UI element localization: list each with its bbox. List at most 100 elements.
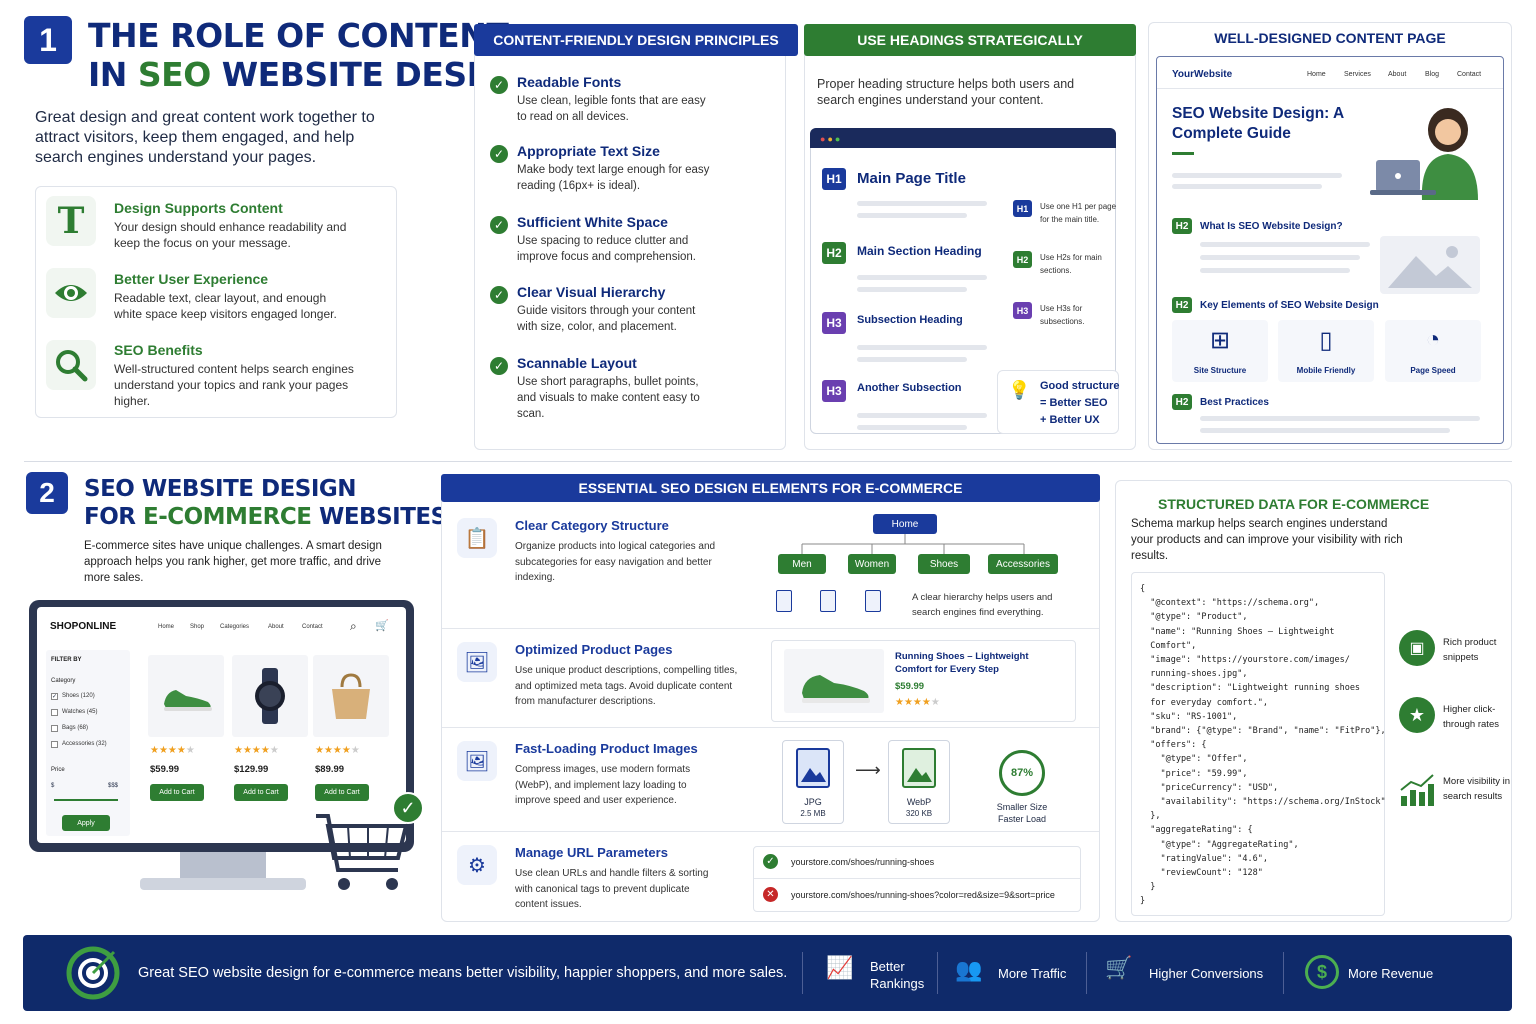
document-icon <box>865 590 881 612</box>
browser-titlebar <box>810 128 1116 148</box>
feature-text: Well-structured content helps search eng… <box>114 362 354 408</box>
reduction-gauge: 87% <box>999 750 1045 796</box>
add-to-cart-button[interactable]: Add to Cart <box>234 784 288 801</box>
text-line <box>857 213 967 218</box>
footer-text: Great SEO website design for e-commerce … <box>138 965 788 981</box>
page-nav-link[interactable]: About <box>1388 71 1407 78</box>
tile-label: Site Structure <box>1193 366 1247 375</box>
schema-code: { "@context": "https://schema.org", "@ty… <box>1140 584 1386 907</box>
text-line <box>857 357 967 362</box>
footer-item: Better Rankings <box>870 959 925 991</box>
code-box <box>1131 572 1385 916</box>
heading-tag-small: H3 <box>1013 302 1032 319</box>
tree-category: Men <box>778 554 826 574</box>
section-divider <box>24 461 1512 462</box>
divider <box>1283 952 1284 994</box>
principle-text: Use clean, legible fonts that are easy t… <box>517 95 706 123</box>
shop-nav-link[interactable]: Shop <box>190 624 205 630</box>
essential-text: Organize products into logical categorie… <box>515 541 716 583</box>
divider <box>1086 952 1087 994</box>
cart-icon[interactable]: 🛒 <box>375 620 389 632</box>
category-checkbox[interactable]: ✓ <box>51 693 58 700</box>
category-checkbox[interactable] <box>51 725 58 732</box>
search-icon[interactable]: ⌕ <box>350 619 357 633</box>
h2-badge: H2 <box>1172 218 1192 234</box>
webp-size: 320 KB <box>905 809 933 818</box>
traffic-icon: 👥 <box>955 957 983 982</box>
section-1-intro: Great design and great content work toge… <box>35 109 375 166</box>
divider <box>802 952 803 994</box>
cross-icon: ✕ <box>763 887 778 902</box>
add-to-cart-button[interactable]: Add to Cart <box>315 784 369 801</box>
shop-nav-link[interactable]: About <box>268 624 284 630</box>
section-2-title-line2: FOR E-COMMERCE WEBSITES <box>84 504 447 530</box>
heading-label: Subsection Heading <box>857 314 963 326</box>
sitemap-icon: ⊞ <box>1209 327 1231 354</box>
filter-title: FILTER BY <box>51 657 82 663</box>
schema-header: STRUCTURED DATA FOR E-COMMERCE <box>1158 496 1430 512</box>
shop-nav-link[interactable]: Home <box>158 624 175 630</box>
typography-icon: T <box>46 196 96 246</box>
principle-title: Scannable Layout <box>517 355 637 371</box>
apply-button[interactable]: Apply <box>62 815 110 831</box>
webp-file-icon <box>902 748 936 788</box>
tree-root: Home <box>873 514 937 534</box>
webp-label: WebP <box>906 797 932 807</box>
bad-url: yourstore.com/shoes/running-shoes?color=… <box>791 890 1055 900</box>
page-brand: YourWebsite <box>1172 69 1233 80</box>
section-2-title-line1: SEO WEBSITE DESIGN <box>84 476 357 502</box>
checkmark-badge-icon: ✓ <box>392 792 424 824</box>
rating-stars: ★★★★★ <box>315 745 360 756</box>
feature-text: Your design should enhance readability a… <box>114 220 347 250</box>
tree-category: Accessories <box>988 554 1058 574</box>
tile <box>1278 320 1374 382</box>
text-line <box>857 425 967 430</box>
sneaker-image[interactable] <box>148 655 224 737</box>
document-icon <box>820 590 836 612</box>
page-nav-link[interactable]: Home <box>1307 71 1326 78</box>
watch-image[interactable] <box>232 655 308 737</box>
heading-note: Use one H1 per page for the main title. <box>1040 202 1117 224</box>
text-line <box>1200 242 1370 247</box>
divider <box>937 952 938 994</box>
price-slider[interactable] <box>54 799 118 801</box>
text-line <box>1200 268 1350 273</box>
add-to-cart-button[interactable]: Add to Cart <box>150 784 204 801</box>
text-line <box>1200 428 1450 433</box>
jpg-file-icon <box>796 748 830 788</box>
monitor-stand <box>180 852 266 880</box>
text-line <box>1172 173 1342 178</box>
section-1-title-line2: IN SEO WEBSITE DESIGN <box>88 55 533 94</box>
principle-text: Guide visitors through your content with… <box>517 305 696 333</box>
good-structure-text: Good structure= Better SEO+ Better UX <box>1040 380 1120 426</box>
text-line <box>857 287 967 292</box>
tile <box>1172 320 1268 382</box>
row-divider <box>442 831 1099 832</box>
check-icon: ✓ <box>490 216 508 234</box>
shop-nav-link[interactable]: Categories <box>220 624 250 630</box>
page-nav-link[interactable]: Services <box>1344 71 1371 78</box>
nav-divider <box>1157 88 1503 89</box>
conversions-icon: 🛒 <box>1105 955 1133 980</box>
feature-title: Design Supports Content <box>114 200 283 216</box>
price-max: $$$ <box>108 783 119 789</box>
category-checkbox[interactable] <box>51 741 58 748</box>
rich-snippet-icon: ▣ <box>1399 630 1435 666</box>
category-list-icon: 📋 <box>457 518 497 558</box>
page-nav-link[interactable]: Blog <box>1425 71 1440 78</box>
jpg-size: 2.5 MB <box>800 809 826 818</box>
handbag-image[interactable] <box>313 655 389 737</box>
shopping-cart-icon <box>312 808 412 903</box>
page-nav-link[interactable]: Contact <box>1457 71 1482 78</box>
tile-label: Mobile Friendly <box>1296 366 1356 375</box>
dollar-icon: $ <box>1305 955 1339 989</box>
feature-text: Readable text, clear layout, and enough … <box>114 291 337 321</box>
category-checkbox[interactable] <box>51 709 58 716</box>
text-line <box>1200 416 1480 421</box>
eye-icon <box>46 268 96 318</box>
tree-connectors <box>801 534 1025 554</box>
mobile-icon: ▯ <box>1319 327 1333 354</box>
shop-nav-link[interactable]: Contact <box>302 624 323 630</box>
tree-category: Women <box>848 554 896 574</box>
